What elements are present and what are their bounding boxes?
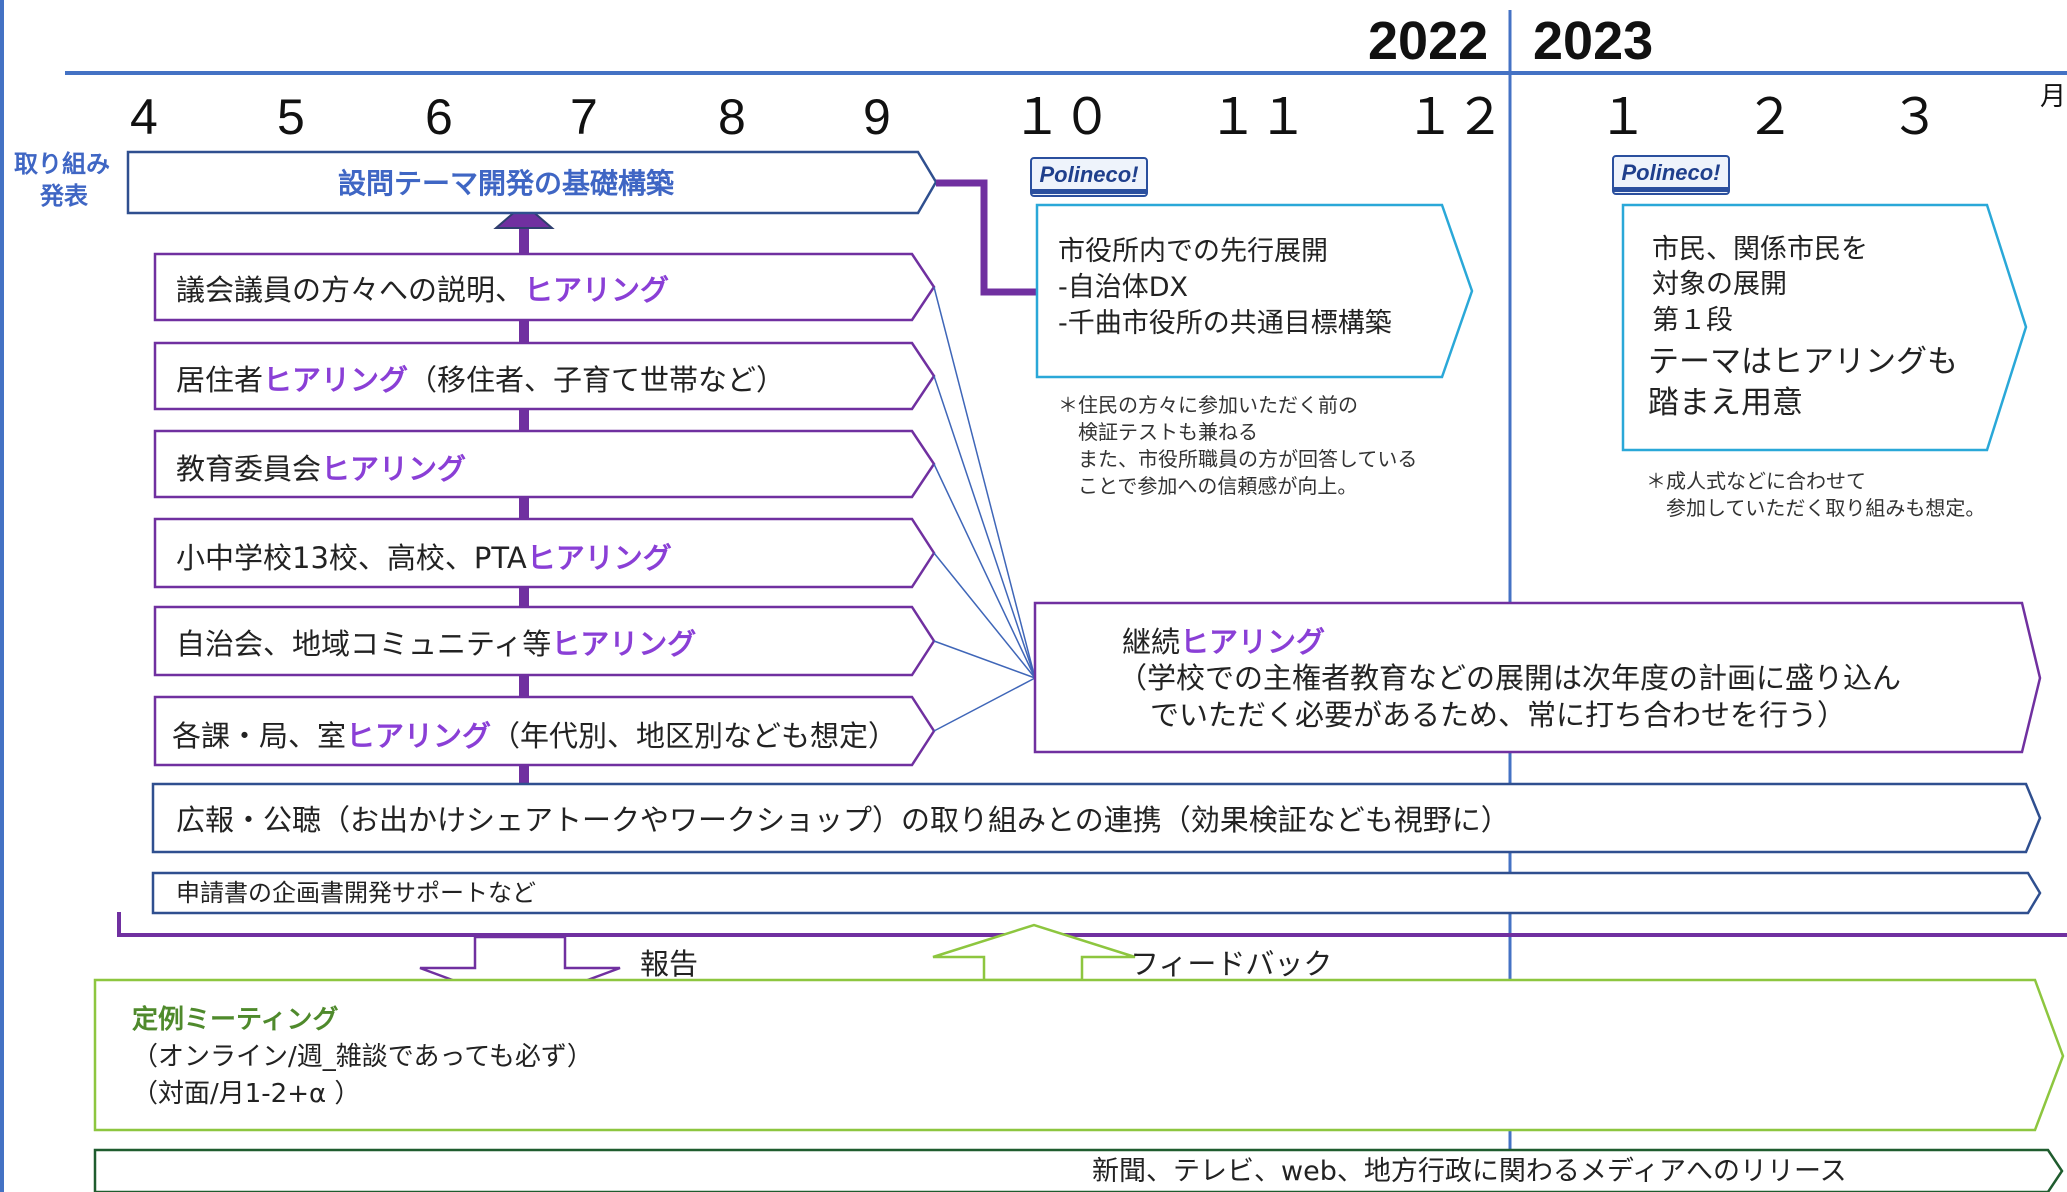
feedback-label: フィードバック bbox=[1130, 947, 1333, 981]
hearing-label-education-board: 教育委員会ヒアリング bbox=[176, 452, 467, 486]
month-label: ２ bbox=[1745, 89, 1795, 145]
polineco-logo: Polineco! bbox=[1030, 157, 1148, 197]
month-label: １２ bbox=[1405, 89, 1505, 145]
month-label: １０ bbox=[1012, 89, 1112, 145]
foundation-label: 設問テーマ開発の基礎構築 bbox=[338, 167, 675, 200]
polineco-logo-text: Polineco! bbox=[1621, 160, 1721, 185]
feedback-arrow bbox=[932, 923, 1136, 982]
month-label: 4 bbox=[130, 89, 158, 145]
foundation-bar-shape bbox=[126, 150, 938, 215]
citizen-line-4: テーマはヒアリングも bbox=[1648, 344, 1958, 380]
foundation-to-pilot-connector bbox=[936, 179, 1037, 296]
meeting-line-2: （オンライン/週_雑談であっても必ず） bbox=[132, 1042, 593, 1072]
meeting-box-shape bbox=[93, 978, 2065, 1132]
hearing-fan-lines bbox=[933, 286, 1036, 732]
hearing-label-residents: 居住者ヒアリング（移住者、子育て世帯など） bbox=[176, 363, 786, 397]
hearing-label-departments: 各課・局、室ヒアリング（年代別、地区別なども想定） bbox=[172, 719, 898, 753]
report-label: 報告 bbox=[640, 947, 699, 981]
pilot-box-shape bbox=[1035, 203, 1474, 379]
month-label: 9 bbox=[863, 89, 891, 145]
application-label: 申請書の企画書開発サポートなど bbox=[176, 879, 536, 907]
hearing-shape-5 bbox=[153, 605, 936, 677]
media-bar-shape bbox=[93, 1148, 2064, 1192]
polineco-logo-text: Polineco! bbox=[1039, 162, 1139, 187]
hearing-shape-2 bbox=[153, 341, 936, 411]
hearing-label-community: 自治会、地域コミュニティ等ヒアリング bbox=[176, 627, 697, 661]
hearing-label-council: 議会議員の方々への説明、ヒアリング bbox=[176, 273, 670, 307]
citizen-box-shape bbox=[1621, 203, 2028, 452]
month-label: １１ bbox=[1208, 89, 1308, 145]
application-bar-shape bbox=[151, 871, 2042, 915]
citizen-line-2: 対象の展開 bbox=[1652, 269, 1787, 300]
month-label: 7 bbox=[570, 89, 598, 145]
program-bracket bbox=[117, 912, 2067, 937]
month-label: 6 bbox=[425, 89, 453, 145]
citizen-line-3: 第１段 bbox=[1652, 305, 1733, 336]
continuing-box-shape bbox=[1033, 601, 2042, 754]
hearing-shape-3 bbox=[153, 429, 936, 499]
year-2023-label: 2023 bbox=[1533, 11, 1654, 71]
pilot-line-3: -千曲市役所の共通目標構築 bbox=[1058, 308, 1392, 339]
month-label: ３ bbox=[1890, 89, 1940, 145]
polineco-logo: Polineco! bbox=[1612, 155, 1730, 195]
pilot-line-2: -自治体DX bbox=[1058, 272, 1189, 303]
continuing-title: 継続ヒアリング bbox=[1122, 625, 1326, 659]
month-label: 5 bbox=[277, 89, 305, 145]
year-2022-label: 2022 bbox=[1368, 11, 1489, 71]
month-unit-label: 月 bbox=[2040, 82, 2067, 112]
continuing-line-2: （学校での主権者教育などの展開は次年度の計画に盛り込ん bbox=[1118, 661, 1902, 695]
citizen-note: ＊成人式などに合わせて 参加していただく取り組みも想定。 bbox=[1646, 469, 1986, 520]
pr-bar-shape bbox=[151, 782, 2042, 854]
hearing-shape-4 bbox=[153, 517, 936, 589]
spine-arrowhead bbox=[493, 202, 555, 229]
meeting-title: 定例ミーティング bbox=[132, 1005, 339, 1035]
citizen-line-5: 踏まえ用意 bbox=[1648, 385, 1803, 421]
pr-label: 広報・公聴（お出かけシェアトークやワークショップ）の取り組みとの連携（効果検証な… bbox=[176, 803, 1510, 837]
hearing-shape-1 bbox=[153, 252, 936, 322]
announcement-label-line2: 発表 bbox=[40, 182, 88, 210]
pilot-note: ＊住民の方々に参加いただく前の 検証テストも兼ねる また、市役所職員の方が回答し… bbox=[1058, 393, 1418, 498]
media-label: 新聞、テレビ、web、地方行政に関わるメディアへのリリース bbox=[1092, 1156, 1847, 1187]
hearing-shape-6 bbox=[153, 695, 936, 767]
month-label: １ bbox=[1598, 89, 1648, 145]
continuing-line-3: でいただく必要があるため、常に打ち合わせを行う） bbox=[1150, 698, 1847, 732]
hearing-label-schools: 小中学校13校、高校、PTAヒアリング bbox=[176, 541, 672, 575]
announcement-label-line1: 取り組み bbox=[14, 150, 110, 178]
pilot-line-1: 市役所内での先行展開 bbox=[1058, 236, 1328, 267]
meeting-line-3: （対面/月1-2+α ） bbox=[132, 1079, 361, 1109]
citizen-line-1: 市民、関係市民を bbox=[1652, 234, 1868, 265]
month-label: 8 bbox=[718, 89, 746, 145]
